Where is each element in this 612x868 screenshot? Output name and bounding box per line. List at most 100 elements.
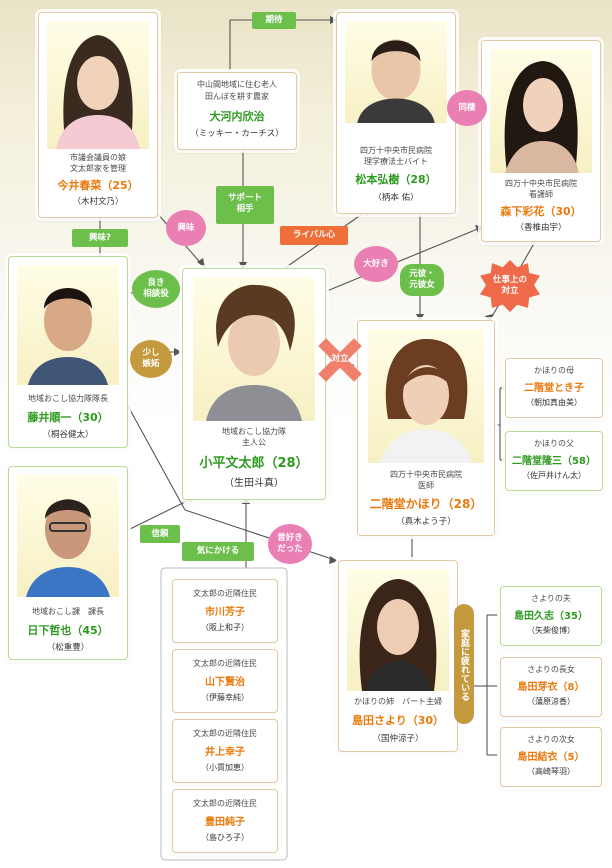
role-text: 医師 — [418, 481, 434, 490]
person-name: 豊田純子 — [205, 817, 245, 828]
person-name: 大河内欣治 — [209, 110, 265, 123]
person-photo — [193, 277, 315, 421]
cross-icon — [318, 338, 362, 382]
actor-name: （真木よう子） — [396, 517, 456, 527]
label-vertical-text: 家庭に疲れている — [459, 629, 469, 701]
person-card-neighbor[interactable]: 文太郎の近隣住民 市川芳子 （阪上和子） — [172, 579, 278, 643]
role-text: 文太郎の近隣住民 — [193, 659, 257, 668]
role-text: 文太郎の近隣住民 — [193, 589, 257, 598]
relation-label-kyomi-q: 興味? — [72, 229, 128, 247]
role-text: さよりの次女 — [527, 735, 575, 744]
role-text: 文太郎の近隣住民 — [193, 799, 257, 808]
person-card-hiroki[interactable]: 四万十中央市民病院 理学療法士バイト 松本弘樹（28） （柄本 佑） — [336, 12, 456, 214]
actor-name: （生田斗真） — [224, 478, 284, 489]
person-name: 井上幸子 — [205, 747, 245, 758]
person-name: 島田さより（30） — [351, 714, 445, 727]
label-line: 嫉妬 — [142, 359, 160, 369]
person-card-yui[interactable]: さよりの次女 島田結衣（5） （高崎琴羽） — [500, 727, 602, 787]
label-line: 相手 — [236, 204, 254, 214]
label-line: 相談役 — [143, 289, 169, 299]
person-name: 今井春菜（25） — [57, 179, 139, 192]
person-card-neighbor[interactable]: 文太郎の近隣住民 豊田純子 （島ひろ子） — [172, 789, 278, 853]
person-card-sayori[interactable]: かほりの姉 パート主婦 島田さより（30） （国仲涼子） — [338, 560, 458, 752]
actor-name: （佐戸井けん太） — [522, 471, 586, 480]
role-text: さよりの長女 — [527, 665, 575, 674]
relation-label-motokare: 元彼・ 元彼女 — [400, 264, 444, 296]
actor-name: （柄本 佑） — [373, 193, 419, 203]
actor-name: （蒲原涼香） — [527, 697, 575, 706]
actor-name: （島ひろ子） — [201, 833, 249, 842]
person-card-ayaka[interactable]: 四万十中央市民病院 看護師 森下彩花（30） （香椎由宇） — [481, 40, 601, 242]
relation-label-yoki: 良き 相談役 — [132, 270, 180, 308]
role-text: 地域おこし協力隊 — [222, 427, 286, 436]
role-text: 地域おこし協力隊隊長 — [28, 394, 108, 403]
person-name: 日下哲也（45） — [27, 624, 109, 637]
label-line: だった — [277, 544, 303, 554]
person-card-neighbor[interactable]: 文太郎の近隣住民 山下賢治 （伊藤幸純） — [172, 649, 278, 713]
person-card-kaori[interactable]: 四万十中央市民病院 医師 二階堂かほり（28） （真木よう子） — [357, 320, 495, 536]
person-photo — [345, 21, 447, 123]
person-card-ryuzo[interactable]: かほりの父 二階堂隆三（58） （佐戸井けん太） — [505, 431, 603, 491]
person-name: 島田久志（35） — [514, 611, 588, 622]
label-line: 仕事上の — [492, 275, 527, 285]
relation-label-daisuki: 大好き — [354, 246, 398, 282]
person-photo — [17, 265, 119, 385]
person-photo — [47, 21, 149, 149]
actor-name: （国仲涼子） — [372, 734, 424, 744]
person-name: 森下彩花（30） — [500, 205, 582, 218]
actor-name: （木村文乃） — [72, 197, 124, 207]
actor-name: （桐谷健太） — [42, 430, 94, 440]
portrait-icon — [28, 288, 108, 385]
actor-name: （伊藤幸純） — [201, 693, 249, 702]
relation-label-shinrai: 信頼 — [140, 525, 180, 543]
portrait-icon — [26, 499, 110, 597]
portrait-icon — [357, 39, 435, 123]
actor-name: （香椎由宇） — [515, 223, 567, 233]
person-name: 小平文太郎（28） — [199, 456, 309, 471]
person-photo — [368, 329, 484, 463]
person-card-mei[interactable]: さよりの長女 島田芽衣（8） （蒲原涼香） — [500, 657, 602, 717]
person-photo — [347, 569, 449, 691]
role-text: かほりの父 — [534, 439, 574, 448]
portrait-icon — [56, 35, 140, 149]
person-card-kyoji[interactable]: 中山間地域に住む老人 田んぼを耕す農家 大河内欣治 （ミッキー・カーチス） — [177, 72, 297, 150]
relation-label-doukyo: 同棲 — [447, 90, 487, 126]
role-text: 理学療法士バイト — [364, 157, 428, 166]
label-line: サポート — [227, 193, 262, 203]
actor-name: （朝加真由美） — [526, 398, 582, 407]
label-line: 対立 — [501, 286, 519, 296]
person-photo — [17, 475, 119, 597]
label-line: 昔好き — [277, 533, 303, 543]
actor-name: （松重豊） — [46, 643, 90, 653]
role-text: 田んぼを耕す農家 — [205, 92, 269, 101]
person-card-tetsuya[interactable]: 地域おこし課 課長 日下哲也（45） （松重豊） — [8, 466, 128, 660]
portrait-icon — [380, 339, 472, 463]
person-card-neighbor[interactable]: 文太郎の近隣住民 井上幸子 （小貫加恵） — [172, 719, 278, 783]
person-card-haruna[interactable]: 市議会議員の娘 文太郎家を管理 今井春菜（25） （木村文乃） — [38, 12, 158, 218]
person-card-buntaro[interactable]: 地域おこし協力隊 主人公 小平文太郎（28） （生田斗真） — [182, 268, 326, 500]
role-text: 四万十中央市民病院 — [505, 179, 577, 188]
role-text: 主人公 — [242, 438, 266, 447]
role-text: 文太郎の近隣住民 — [193, 729, 257, 738]
actor-name: （矢柴俊博） — [527, 626, 575, 635]
relation-label-tairitsu: 対立 — [331, 354, 349, 364]
actor-name: （ミッキー・カーチス） — [190, 129, 284, 139]
role-text: さよりの夫 — [531, 594, 571, 603]
person-card-junichi[interactable]: 地域おこし協力隊隊長 藤井順一（30） （桐谷健太） — [8, 256, 128, 448]
person-name: 市川芳子 — [205, 607, 245, 618]
relation-label-mukashi: 昔好き だった — [268, 524, 312, 564]
relation-label-sukoshi: 少し 嫉妬 — [130, 340, 172, 378]
relation-label-rival: ライバル心 — [280, 226, 348, 245]
role-text: 四万十中央市民病院 — [360, 146, 432, 155]
actor-name: （小貫加恵） — [201, 763, 249, 772]
relation-label-katei: 家庭に疲れている — [454, 604, 474, 724]
relation-label-support: サポート 相手 — [216, 186, 274, 224]
person-card-tokiko[interactable]: かほりの母 二階堂とき子 （朝加真由美） — [505, 358, 603, 418]
role-text: 看護師 — [529, 190, 553, 199]
relation-label-kyomi: 興味 — [166, 210, 206, 246]
person-name: 二階堂とき子 — [524, 383, 584, 394]
person-card-hisashi[interactable]: さよりの夫 島田久志（35） （矢柴俊博） — [500, 586, 602, 646]
label-line: 少し — [142, 348, 160, 358]
portrait-icon — [206, 284, 302, 421]
actor-name: （阪上和子） — [201, 623, 249, 632]
